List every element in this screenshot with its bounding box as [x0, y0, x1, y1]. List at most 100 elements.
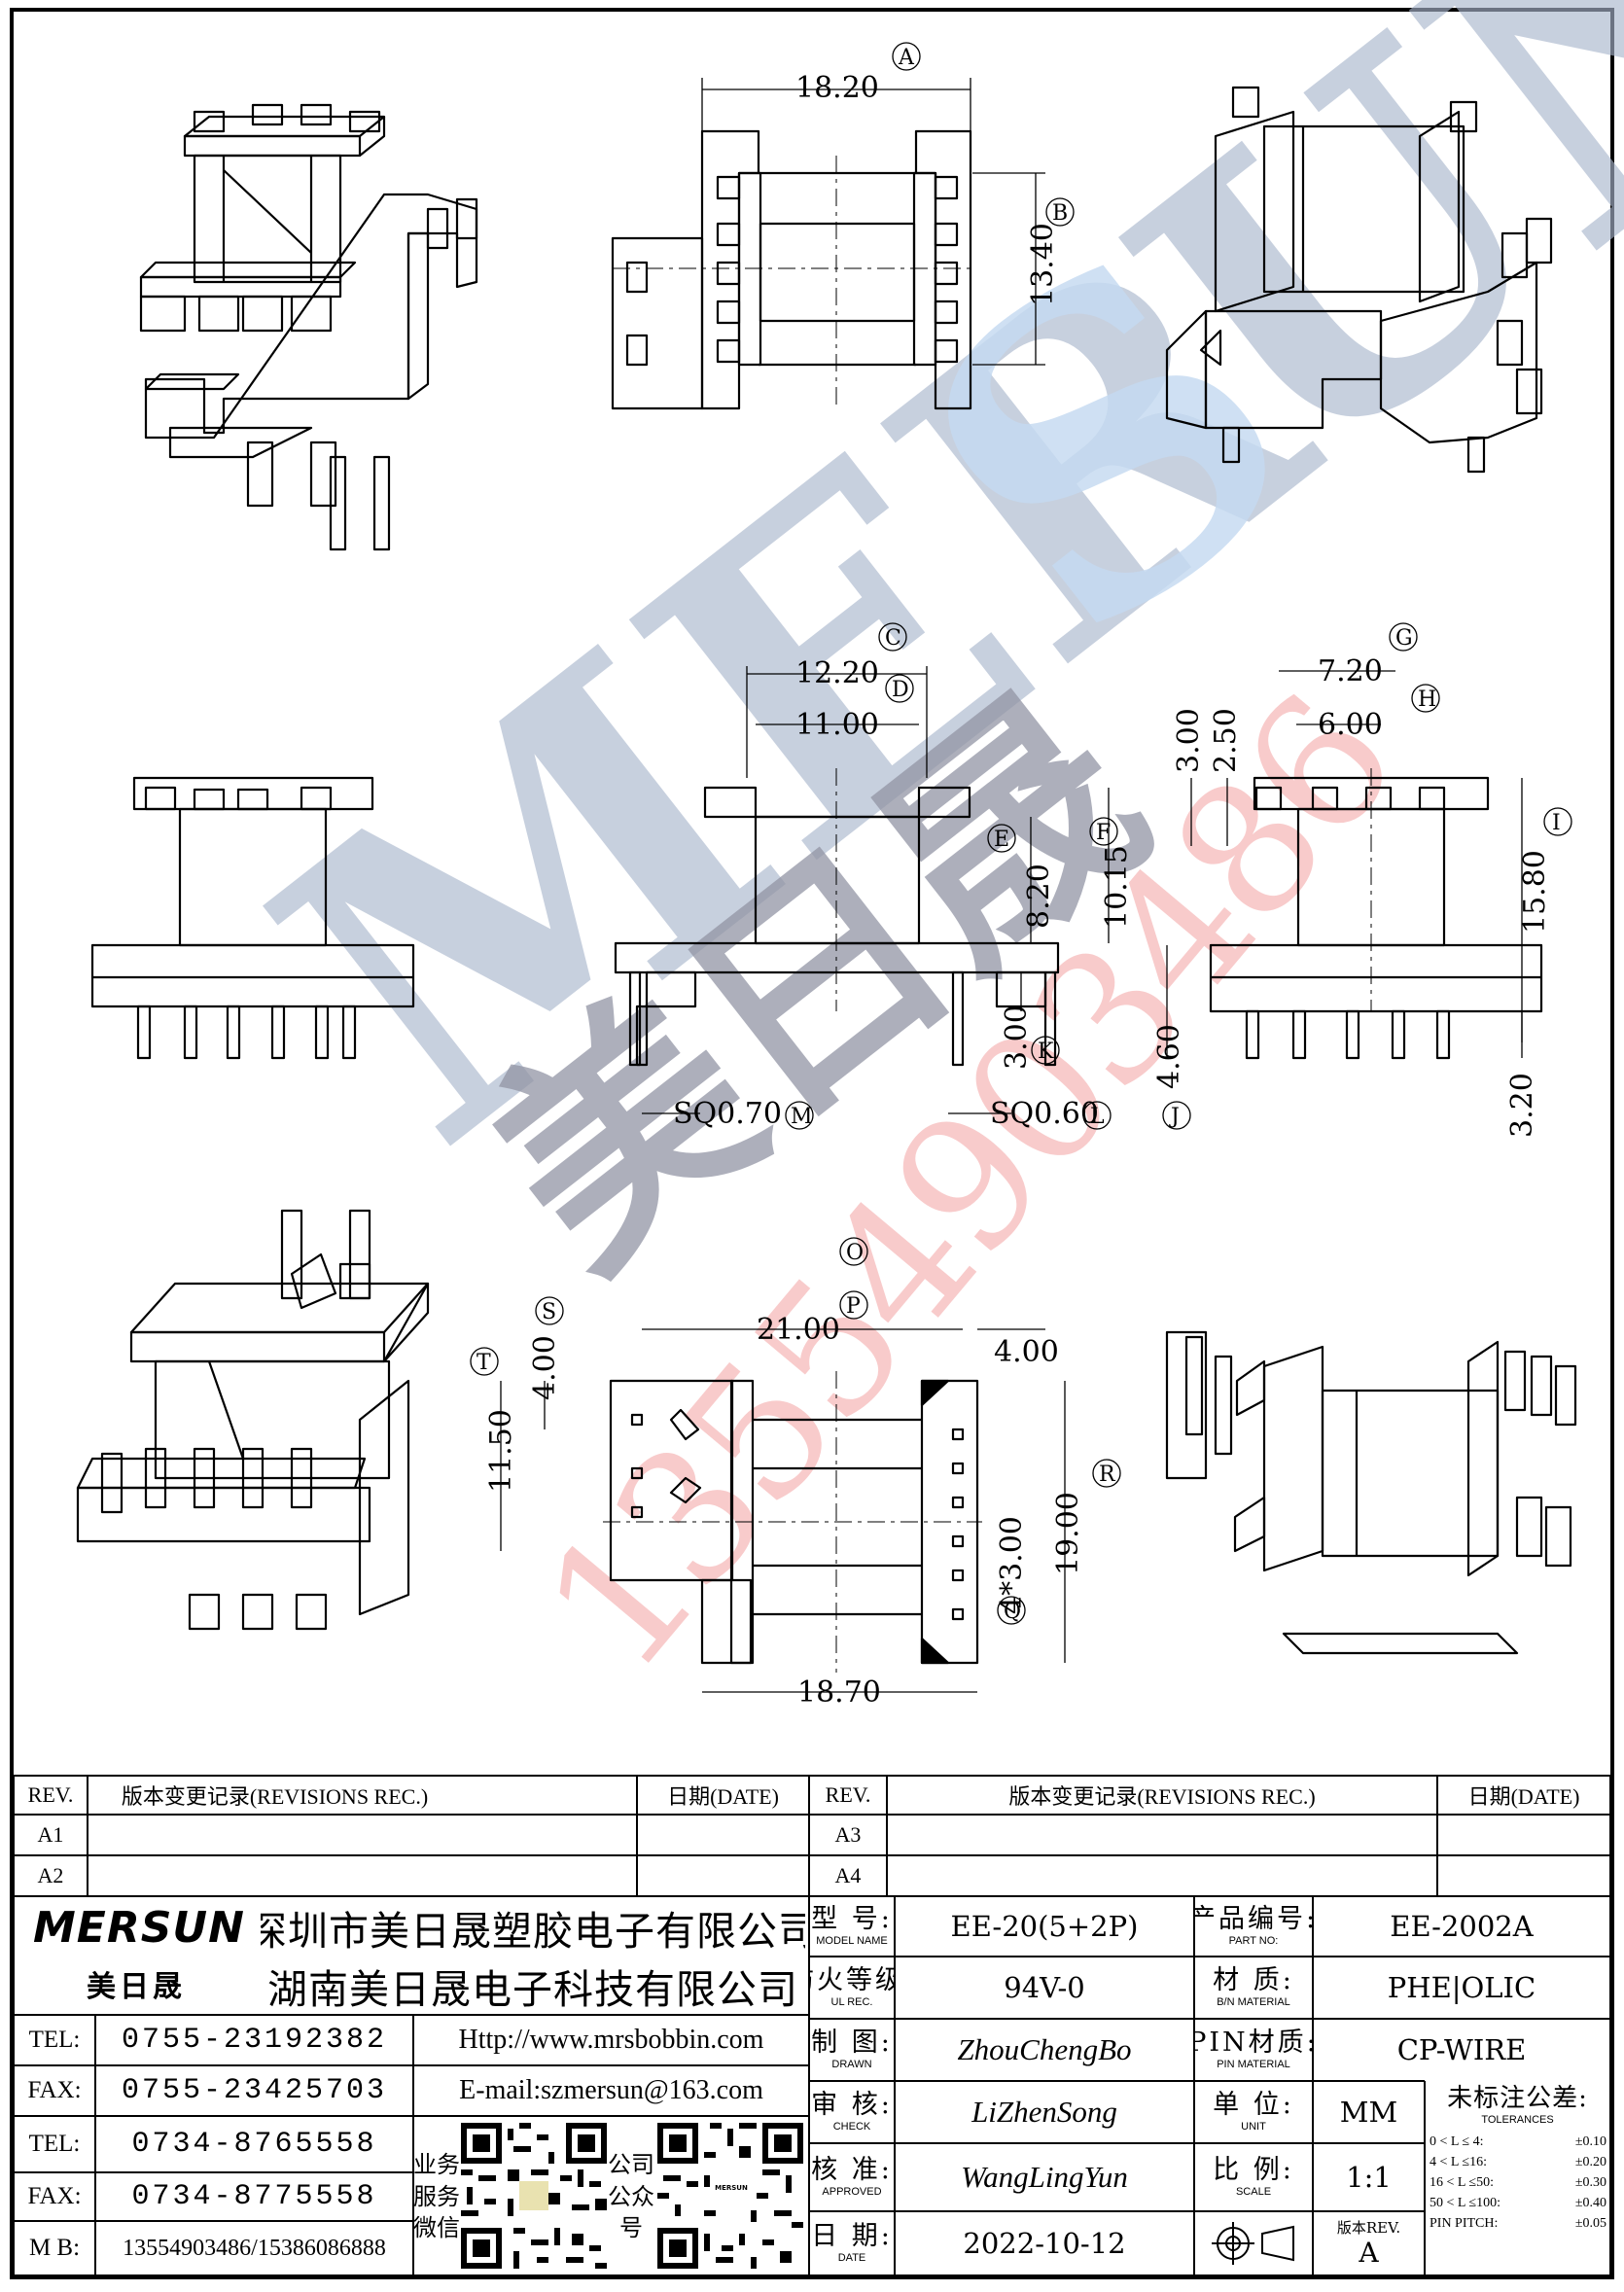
marker-q: Q — [997, 1596, 1026, 1625]
marker-t: T — [470, 1347, 499, 1376]
website-link[interactable]: Http://www.mrsbobbin.com — [458, 2025, 764, 2055]
label-approved: 核 准:APPROVED — [809, 2143, 895, 2211]
svg-text:D: D — [892, 678, 909, 702]
iso-view-bottom-left — [76, 1209, 430, 1631]
dim-f: 10.15 — [1100, 845, 1134, 929]
marker-j: J — [1162, 1101, 1191, 1130]
svg-text:T: T — [477, 1351, 491, 1375]
svg-text:A: A — [898, 46, 915, 70]
contact-label: M B: — [28, 2235, 81, 2261]
label-scale-cn: 比 例: — [1213, 2155, 1294, 2185]
label-drawn: 制 图:DRAWN — [809, 2019, 895, 2081]
value-date: 2022-10-12 — [963, 2227, 1126, 2260]
label-ul-cn: 防火等级: — [809, 1965, 895, 1995]
label-check: 审 核:CHECK — [809, 2081, 895, 2143]
marker-f: F — [1089, 817, 1118, 846]
label-approved-en: APPROVED — [822, 2186, 882, 2198]
tolerance-range: PIN PITCH: — [1430, 2216, 1499, 2231]
dim-q: 4*3.00 — [995, 1516, 1029, 1614]
company-logo-cn: 美日晟 — [87, 1970, 186, 2004]
svg-text:K: K — [1038, 1040, 1054, 1064]
svg-text:E: E — [994, 828, 1009, 852]
dim-r: 19.00 — [1051, 1492, 1085, 1575]
label-tolerance: 未标注公差:TOLERANCES — [1425, 2081, 1610, 2130]
label-scale: 比 例:SCALE — [1194, 2143, 1313, 2211]
marker-s: S — [535, 1296, 564, 1325]
tolerance-range: 4 < L ≤16: — [1430, 2155, 1488, 2169]
dim-t: 11.50 — [484, 1409, 518, 1493]
iso-view-bottom-right — [1165, 1330, 1577, 1655]
qr-center-logo: MERSUN — [715, 2184, 748, 2192]
qr1-label-line: 业务 — [413, 2151, 460, 2179]
svg-text:Q: Q — [1004, 1600, 1021, 1624]
svg-text:B: B — [1052, 201, 1068, 226]
qr2-label: 公司 公众 号 — [608, 2120, 654, 2274]
label-model-cn: 型 号: — [811, 1904, 893, 1934]
label-pin-material-en: PIN MATERIAL — [1217, 2059, 1290, 2070]
marker-e: E — [987, 824, 1016, 853]
title-block-grid — [13, 1775, 1611, 2276]
value-material: PHE|OLIC — [1387, 1971, 1536, 2004]
dim-g: 7.20 — [1318, 654, 1383, 688]
rev-record-header-right: 版本变更记录(REVISIONS REC.) — [1008, 1784, 1316, 1809]
rev-record-header-left: 版本变更记录(REVISIONS REC.) — [121, 1784, 429, 1809]
label-drawn-cn: 制 图: — [811, 2028, 893, 2058]
marker-c: C — [878, 622, 907, 652]
tolerance-table: 0 < L ≤ 4:±0.10 4 < L ≤16:±0.20 16 < L ≤… — [1430, 2132, 1606, 2234]
rev-header-left: REV. — [27, 1782, 74, 1807]
company-name-shenzhen: 深圳市美日晟塑胶电子有限公司 — [261, 1908, 805, 1955]
svg-text:I: I — [1552, 811, 1561, 835]
qr1-label: 业务 服务 微信 — [413, 2120, 460, 2274]
tolerance-value: ±0.30 — [1574, 2175, 1606, 2190]
label-check-cn: 审 核: — [811, 2090, 893, 2120]
value-model: EE-20(5+2P) — [950, 1910, 1139, 1943]
value-check: LiZhenSong — [971, 2095, 1117, 2129]
label-material: 材 质:B/N MATERIAL — [1194, 1957, 1313, 2019]
label-ul-en: UL REC. — [830, 1996, 873, 2008]
projection-symbol-icon — [1212, 2222, 1294, 2265]
tolerance-range: 16 < L ≤50: — [1430, 2175, 1495, 2190]
marker-o: O — [839, 1237, 868, 1266]
dim-320: 3.20 — [1505, 1073, 1539, 1138]
marker-h: H — [1411, 684, 1440, 713]
contact-label: TEL: — [28, 2131, 81, 2157]
marker-a: A — [892, 42, 921, 71]
contact-tel-2: 0734-8765558 — [131, 2128, 377, 2161]
dim-bottom: 18.70 — [797, 1675, 881, 1710]
dim-s: 4.00 — [528, 1335, 562, 1400]
marker-b: B — [1045, 197, 1075, 227]
svg-text:P: P — [846, 1294, 861, 1319]
svg-text:F: F — [1096, 821, 1111, 845]
rev-header-right: REV. — [825, 1782, 871, 1807]
dim-a: 18.20 — [795, 71, 879, 105]
qr1-label-line: 服务 — [413, 2182, 460, 2210]
svg-text:L: L — [1090, 1105, 1105, 1129]
wechat-qr-code-icon[interactable] — [461, 2122, 607, 2270]
label-date-cn: 日 期: — [811, 2221, 893, 2251]
label-unit-cn: 单 位: — [1213, 2090, 1294, 2120]
version-value: A — [1359, 2236, 1379, 2269]
tolerance-value: ±0.20 — [1574, 2155, 1606, 2169]
svg-text:R: R — [1099, 1463, 1116, 1487]
dim-p: 21.00 — [757, 1313, 840, 1347]
label-unit: 单 位:UNIT — [1194, 2081, 1313, 2143]
dim-e: 8.20 — [1022, 864, 1056, 929]
company-name-hunan: 湖南美日晟电子科技有限公司 — [267, 1966, 798, 2013]
contact-fax-1: 0755-23425703 — [121, 2074, 388, 2107]
dim-k: 3.00 — [1000, 1005, 1034, 1070]
label-model: 型 号:MODEL NAME — [809, 1896, 895, 1957]
center-lines — [603, 156, 1372, 1673]
iso-view-top-left — [139, 103, 478, 551]
dim-400r: 4.00 — [994, 1335, 1059, 1369]
contact-label: TEL: — [28, 2027, 81, 2053]
label-date-en: DATE — [837, 2252, 866, 2264]
dim-25: 2.50 — [1209, 708, 1243, 773]
iso-view-top-right — [1165, 86, 1553, 474]
email-link[interactable]: E-mail:szmersun@163.com — [459, 2075, 763, 2105]
marker-k: K — [1031, 1036, 1060, 1065]
label-material-en: B/N MATERIAL — [1217, 1996, 1290, 2008]
official-account-qr-code-icon[interactable] — [657, 2122, 803, 2270]
top-view — [611, 129, 972, 410]
dim-3: 3.00 — [1172, 708, 1206, 773]
qr2-label-line: 公众 — [608, 2182, 654, 2210]
